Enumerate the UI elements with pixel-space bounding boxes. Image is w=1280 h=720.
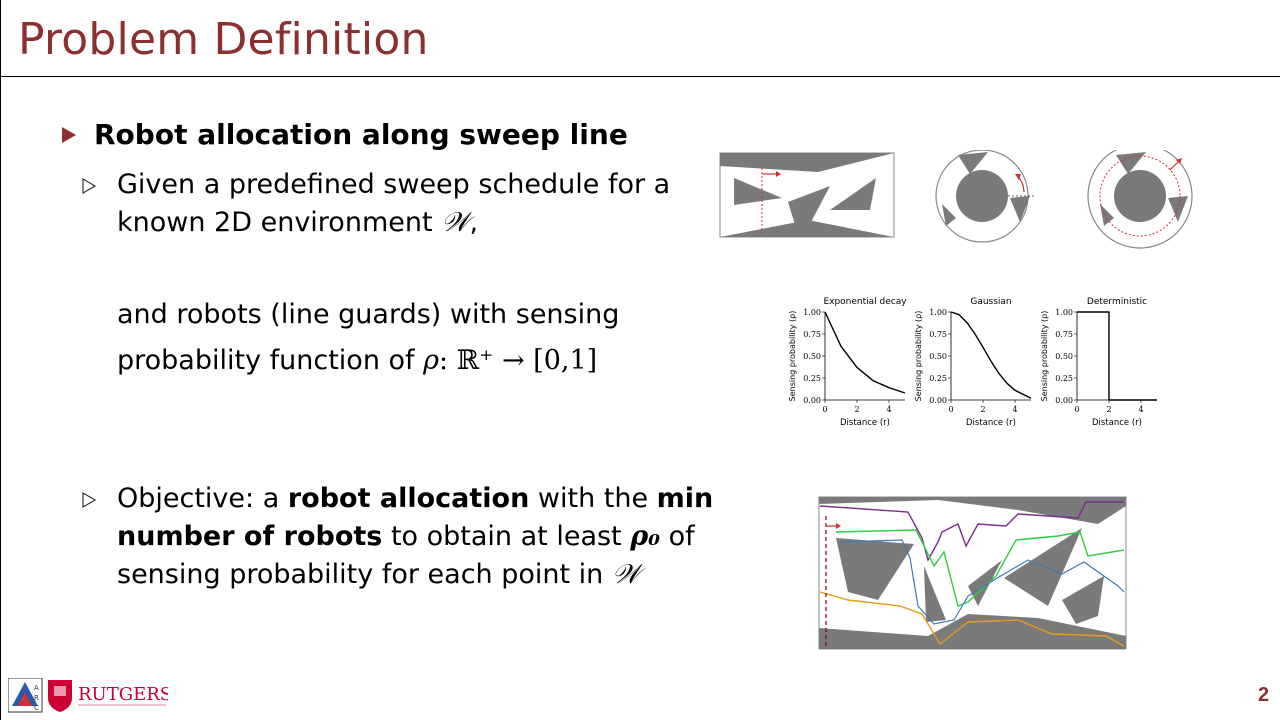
y-tick-label: 0.00 [1055, 396, 1073, 405]
x-axis-label: Distance (r) [840, 418, 890, 428]
x-axis-label: Distance (r) [966, 418, 1016, 428]
y-tick-label: 0.75 [1055, 330, 1073, 339]
y-tick-label: 1.00 [1055, 308, 1073, 317]
y-tick-label: 0.25 [803, 374, 821, 383]
series-line [824, 311, 906, 394]
y-tick-label: 0.00 [929, 396, 947, 405]
main-bullet-text: Robot allocation along sweep line [94, 118, 628, 151]
sub3-line2: number of robots to obtain at least ρ₀ o… [117, 521, 695, 552]
footer-logos: A R C RUTGERS [7, 677, 172, 719]
y-tick-label: 0.25 [1055, 374, 1073, 383]
sub1-line2: known 2D environment 𝒲, [117, 207, 479, 238]
x-tick-label: 2 [854, 405, 859, 414]
sub-bullet-sweep: Given a predefined sweep schedule for a … [82, 166, 670, 242]
left-border [0, 0, 1, 720]
y-tick-label: 0.50 [803, 352, 821, 361]
x-tick-label: 0 [1074, 405, 1079, 414]
y-tick-label: 0.00 [803, 396, 821, 405]
rutgers-logo-text: RUTGERS [78, 684, 168, 705]
y-axis-label: Sensing probability (ρ) [1040, 311, 1049, 402]
y-tick-label: 1.00 [803, 308, 821, 317]
rectangle-environment [719, 152, 895, 238]
rutgers-shield-icon [48, 680, 72, 712]
slide-title: Problem Definition [18, 14, 429, 65]
main-bullet: Robot allocation along sweep line [62, 118, 628, 151]
sweep-allocation-figure [818, 496, 1127, 650]
y-tick-label: 0.25 [929, 374, 947, 383]
plot-title: Deterministic [1087, 297, 1147, 307]
y-axis-label: Sensing probability (ρ) [788, 311, 797, 402]
sub2-line2: probability function of ρ: ℝ⁺ → [0,1] [117, 345, 598, 376]
sub1-line1: Given a predefined sweep schedule for a [117, 169, 671, 200]
x-tick-label: 0 [948, 405, 953, 414]
environment-illustrations [719, 150, 1193, 249]
sub-bullet-objective: Objective: a robot allocation with the m… [82, 480, 713, 594]
sub2-line1: and robots (line guards) with sensing [117, 299, 620, 330]
sub-bullet-sensing: and robots (line guards) with sensing pr… [82, 296, 619, 380]
sub3-line3: sensing probability for each point in 𝒲 [117, 559, 641, 590]
series-line [1077, 311, 1157, 401]
bullet-triangle-icon [62, 126, 76, 143]
x-tick-label: 4 [1138, 405, 1143, 414]
x-axis-label: Distance (r) [1092, 418, 1142, 428]
plot-panel: Gaussian 1.00 0.75 0.50 0.25 0.000 2 4Distance … [914, 297, 1032, 428]
page-number: 2 [1258, 684, 1270, 706]
y-tick-label: 0.75 [929, 330, 947, 339]
y-tick-label: 0.75 [803, 330, 821, 339]
plot-title: Gaussian [970, 297, 1011, 307]
y-tick-label: 0.50 [1055, 352, 1073, 361]
x-tick-label: 2 [1106, 405, 1111, 414]
circular-environment-2 [1087, 150, 1193, 249]
svg-text:A: A [34, 684, 39, 692]
x-tick-label: 0 [822, 405, 827, 414]
x-tick-label: 4 [886, 405, 891, 414]
svg-text:C: C [34, 704, 39, 712]
y-axis-label: Sensing probability (ρ) [914, 311, 923, 402]
circular-environment-1 [935, 150, 1036, 243]
sub3-line1: Objective: a robot allocation with the m… [117, 483, 714, 514]
plot-panel: Deterministic 1.00 0.75 0.50 0.25 0.000 2 4Dist… [1040, 297, 1157, 428]
y-tick-label: 1.00 [929, 308, 947, 317]
title-divider [0, 76, 1280, 77]
plot-title: Exponential decay [823, 297, 907, 307]
x-tick-label: 2 [980, 405, 985, 414]
y-tick-label: 0.50 [929, 352, 947, 361]
svg-text:R: R [34, 694, 39, 702]
x-tick-label: 4 [1012, 405, 1017, 414]
lab-logo-icon: A R C [7, 677, 43, 713]
series-line [950, 311, 1032, 399]
